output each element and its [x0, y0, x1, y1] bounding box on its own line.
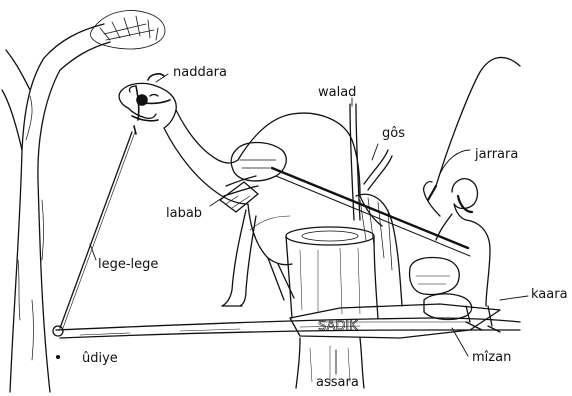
camel	[119, 83, 382, 306]
tree-foliage	[90, 11, 165, 49]
labab-saddle	[220, 143, 286, 213]
leader-lines	[90, 74, 528, 374]
sacks	[410, 257, 472, 319]
carved-text-sadik: SADIK	[318, 319, 358, 334]
label-udiye: ûdiye	[82, 352, 118, 365]
gos-pestle	[356, 150, 402, 306]
label-naddara: naddara	[173, 66, 227, 79]
man-driver	[424, 179, 500, 332]
label-jarrara: jarrara	[475, 148, 518, 161]
label-kaara: kaara	[531, 288, 568, 301]
label-labab: labab	[166, 207, 202, 220]
label-assara: assara	[316, 376, 359, 389]
label-walad: walad	[318, 86, 356, 99]
ground-beam	[53, 318, 520, 358]
lege-lege-rope	[60, 132, 135, 328]
label-gos: gôs	[382, 127, 405, 140]
label-mizan: mîzan	[472, 351, 511, 364]
label-lege-lege: lege-lege	[98, 258, 158, 271]
jarrara-whip	[428, 57, 520, 200]
